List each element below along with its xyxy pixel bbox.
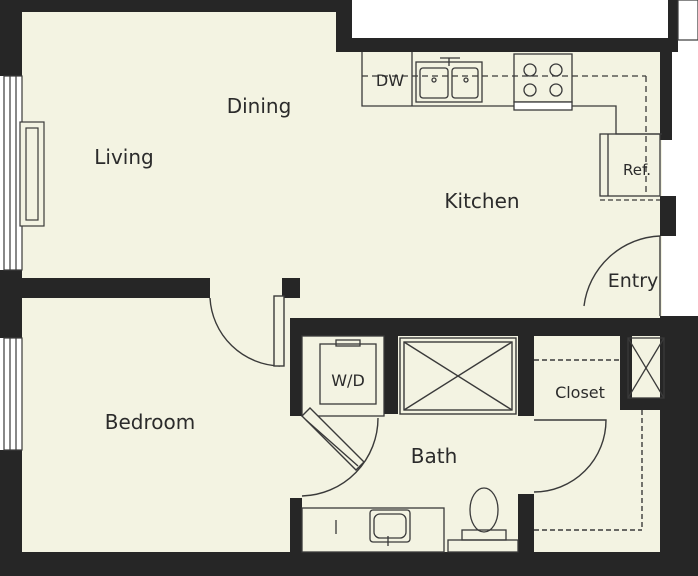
vanity-icon (301, 507, 445, 553)
closet-door (533, 359, 643, 531)
room-label-closet: Closet (555, 383, 605, 402)
room-label-bedroom: Bedroom (105, 410, 195, 434)
shower-icon (399, 337, 517, 415)
entry-door (583, 235, 661, 316)
linen-closet-icon (627, 337, 665, 399)
fixture-label-refrigerator: Ref. (623, 161, 651, 179)
fixture-label-washer-dryer: W/D (331, 371, 365, 390)
room-label-entry: Entry (608, 270, 659, 292)
range-icon (513, 53, 573, 111)
floor-area (22, 10, 662, 552)
right-window (677, 0, 698, 41)
fixture-label-dishwasher: DW (376, 71, 404, 90)
room-label-kitchen: Kitchen (444, 189, 519, 213)
refrigerator-icon (599, 133, 661, 201)
bedroom-door (209, 295, 285, 367)
room-label-living: Living (94, 145, 153, 169)
living-window (3, 75, 45, 271)
room-label-dining: Dining (227, 94, 292, 118)
room-label-bath: Bath (411, 444, 458, 468)
toilet-icon (447, 487, 519, 553)
kitchen-sink-icon (415, 57, 483, 103)
washer-dryer-closet (301, 335, 385, 417)
bath-door (301, 407, 379, 497)
bedroom-window (3, 337, 23, 451)
